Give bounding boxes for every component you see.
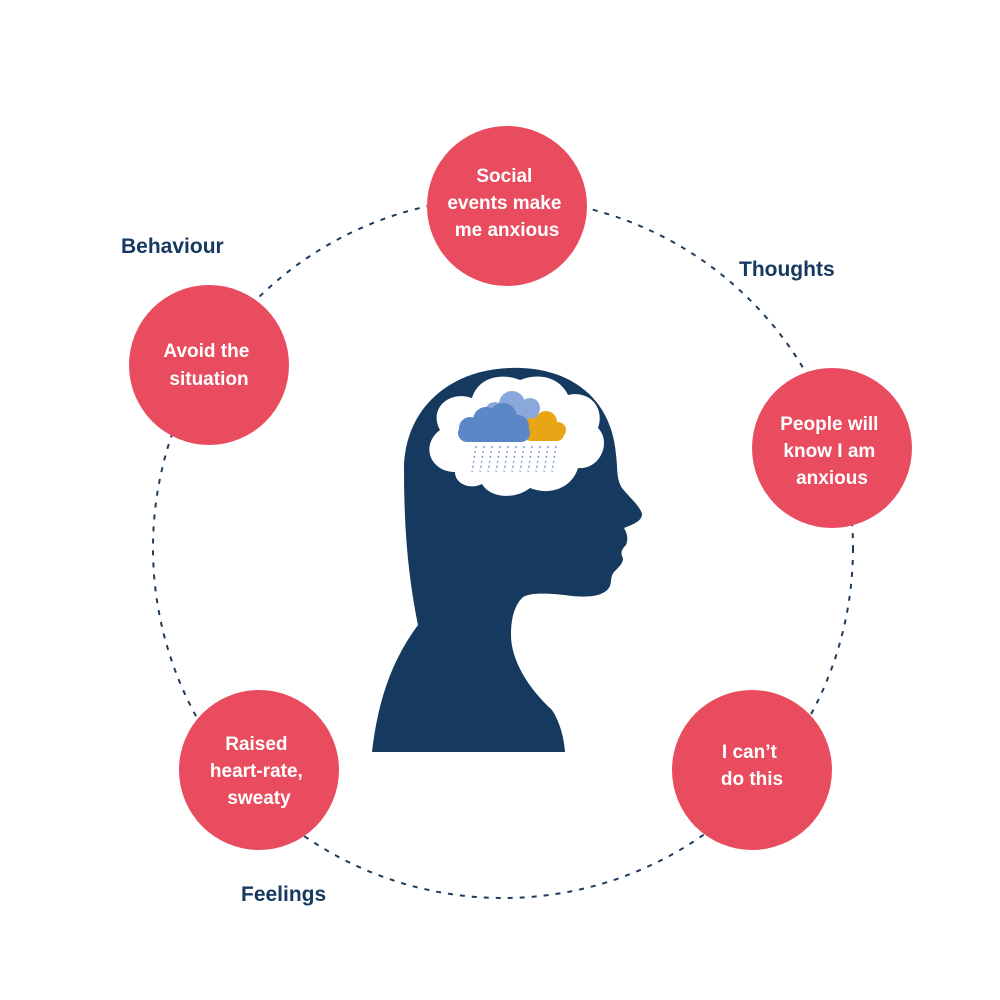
label-feelings: Feelings bbox=[241, 883, 326, 906]
node-circle bbox=[129, 285, 289, 445]
label-behaviour: Behaviour bbox=[121, 235, 224, 258]
node-circle bbox=[672, 690, 832, 850]
node-text: Social events make me anxious bbox=[447, 166, 566, 241]
node-people-will-know: People will know I am anxious bbox=[752, 368, 912, 528]
node-circle bbox=[752, 368, 912, 528]
node-cant-do-this: I can’t do this bbox=[672, 690, 832, 850]
node-text: I can’t do this bbox=[721, 742, 783, 790]
node-text: Raised heart-rate, sweaty bbox=[210, 734, 308, 809]
node-avoid-situation: Avoid the situation bbox=[129, 285, 289, 445]
node-raised-heart-rate: Raised heart-rate, sweaty bbox=[179, 690, 339, 850]
node-text: Avoid the situation bbox=[163, 341, 254, 390]
storm-cloud-icon bbox=[458, 391, 566, 473]
node-text: People will know I am anxious bbox=[780, 414, 883, 489]
node-circle bbox=[427, 126, 587, 286]
node-circle bbox=[179, 690, 339, 850]
node-social-events: Social events make me anxious bbox=[427, 126, 587, 286]
label-thoughts: Thoughts bbox=[739, 258, 835, 281]
